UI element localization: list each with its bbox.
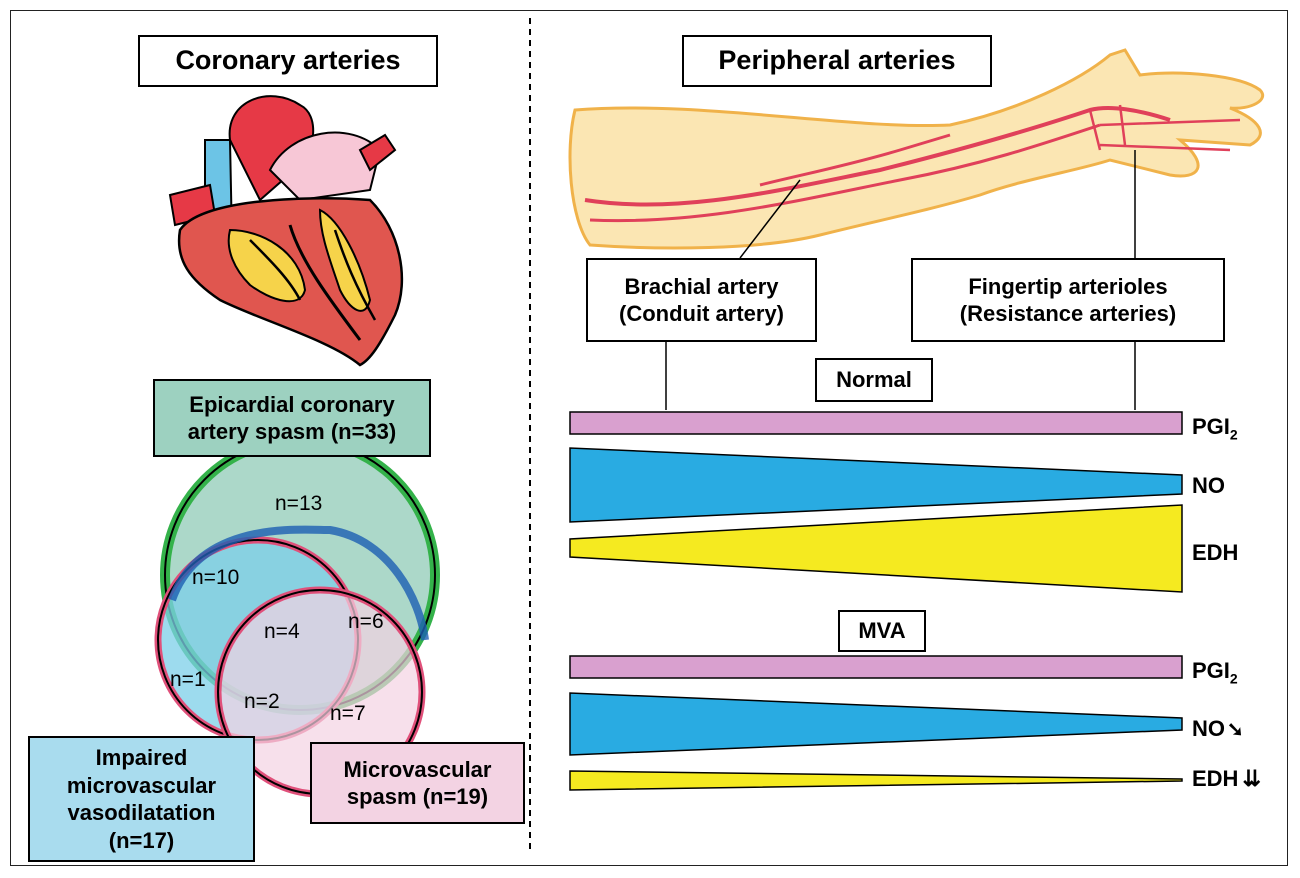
decrease-arrow-icon: ➘ — [1227, 719, 1244, 741]
venn-count-epi-micro: n=6 — [348, 610, 384, 634]
normal-no-label: NO — [1192, 473, 1225, 499]
mva-no-wedge — [570, 693, 1182, 755]
double-down-arrow-icon: ⇊ — [1242, 766, 1260, 791]
normal-pgi2-bar — [570, 412, 1182, 434]
mva-edh-label: EDH⇊ — [1192, 766, 1261, 792]
brachial-label-line1: Brachial artery — [624, 273, 778, 301]
normal-edh-label: EDH — [1192, 540, 1238, 566]
coronary-title: Coronary arteries — [138, 35, 438, 87]
normal-title: Normal — [815, 358, 933, 402]
mva-pgi2-bar — [570, 656, 1182, 678]
fingertip-label-line2: (Resistance arteries) — [960, 300, 1176, 328]
peripheral-title: Peripheral arteries — [682, 35, 992, 87]
venn-count-impaired-only: n=1 — [170, 668, 206, 692]
venn-count-epi-impaired: n=10 — [192, 566, 239, 590]
brachial-label: Brachial artery (Conduit artery) — [586, 258, 817, 342]
brachial-label-line2: (Conduit artery) — [619, 300, 784, 328]
epicardial-label: Epicardial coronary artery spasm (n=33) — [153, 379, 431, 457]
venn-count-all-three: n=4 — [264, 620, 300, 644]
mva-edh-wedge — [570, 771, 1182, 790]
venn-count-epicardial-only: n=13 — [275, 492, 322, 516]
venn-count-impaired-micro: n=2 — [244, 690, 280, 714]
fingertip-label-line1: Fingertip arterioles — [968, 273, 1167, 301]
mva-title: MVA — [838, 610, 926, 652]
normal-pgi2-label: PGI2 — [1192, 414, 1238, 442]
impaired-label: Impaired microvascular vasodilatation (n… — [28, 736, 255, 862]
heart-illustration — [170, 96, 402, 365]
mva-pgi2-label: PGI2 — [1192, 658, 1238, 686]
fingertip-label: Fingertip arterioles (Resistance arterie… — [911, 258, 1225, 342]
mva-no-label: NO➘ — [1192, 716, 1244, 742]
venn-count-micro-only: n=7 — [330, 702, 366, 726]
microvascular-label: Microvascular spasm (n=19) — [310, 742, 525, 824]
